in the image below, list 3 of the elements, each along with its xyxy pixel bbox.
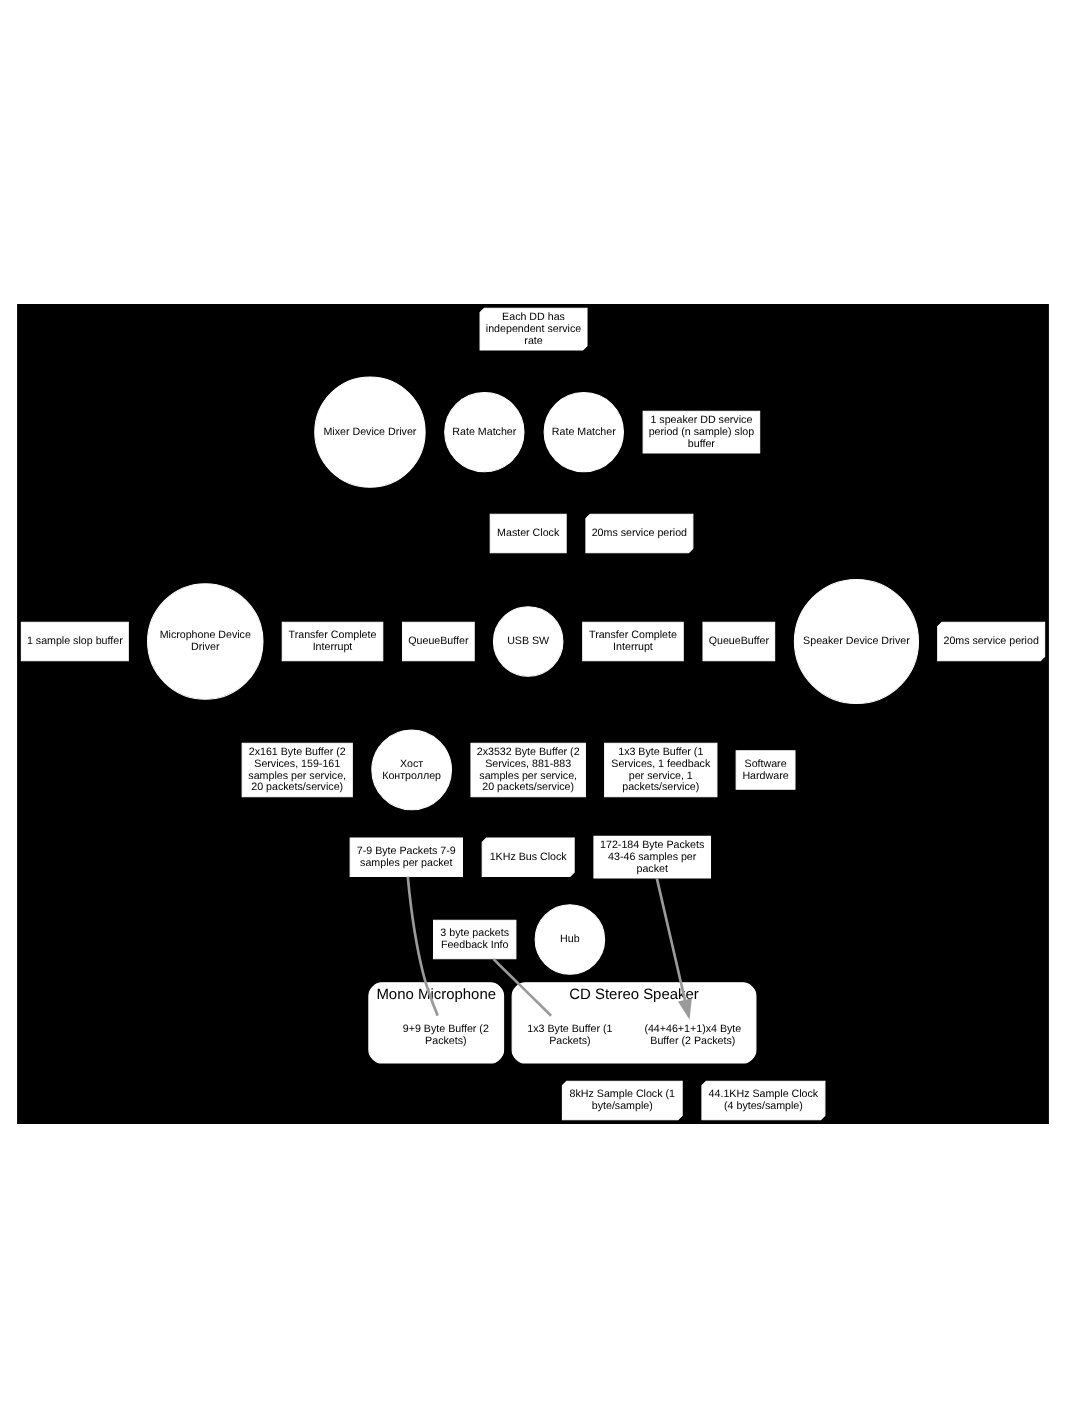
arrow xyxy=(655,877,692,1020)
connector xyxy=(492,958,553,1017)
connector xyxy=(406,876,439,1017)
